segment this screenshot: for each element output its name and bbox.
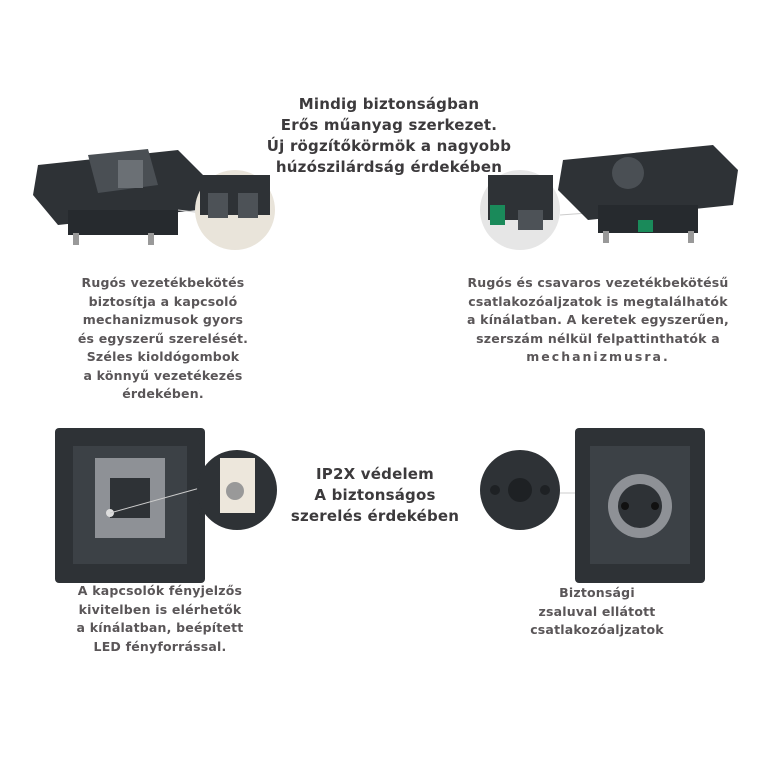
headline-line: húzószilárdság érdekében [275,158,503,176]
text-line: mechanizmusok gyors [82,312,244,327]
text-line: Széles kioldógombok [86,349,240,364]
text-line: Biztonsági [559,585,635,600]
bottom-left-description: A kapcsolók fényjelzős kivitelben is elé… [40,582,280,656]
text-line: a könnyű vezetékezés [83,367,243,383]
text-line: és egyszerű szerelését. [77,330,249,346]
led-switch-image [55,428,277,583]
bottom-right-description: Biztonsági zsaluval ellátott csatlakozóa… [497,584,697,640]
zoom-circle [480,170,560,250]
text-line: a kínálatban. A keretek egyszerűen, [467,312,729,327]
text-line: Rugós vezetékbekötés [81,275,245,290]
text-line: A biztonságos [314,486,436,504]
headline-line: Új rögzítőkörmök a nagyobb [266,137,512,155]
text-line: csatlakozóaljzatok [530,622,664,637]
text-line: kivitelben is elérhetők [78,601,242,617]
text-line: Rugós és csavaros vezetékbekötésű [467,275,729,290]
text-line: szerszám nélkül felpattinthatók a [476,330,720,346]
switch-mechanism-image [33,149,275,250]
shuttered-socket-image [480,428,705,583]
middle-description: IP2X védelem A biztonságos szerelés érde… [280,464,470,527]
text-line: érdekében. [122,386,204,401]
text-line: a kínálatban, beépített [76,620,244,635]
text-line: A kapcsolók fényjelzős [77,583,243,598]
text-line: IP2X védelem [315,465,434,483]
text-line: biztosítja a kapcsoló [88,293,238,309]
top-left-description: Rugós vezetékbekötés biztosítja a kapcso… [43,274,283,404]
text-line: mechanizmusra. [526,349,670,364]
headline-line: Mindig biztonságban [298,95,480,113]
text-line: LED fényforrással. [93,638,227,654]
text-line: csatlakozóaljzatok is megtalálhatók [468,293,728,309]
socket-mechanism-image [480,145,738,250]
zoom-circle [480,450,560,530]
headline-line: Erős műanyag szerkezet. [280,116,498,134]
zoom-circle [195,170,275,250]
text-line: zsaluval ellátott [538,603,656,619]
top-right-description: Rugós és csavaros vezetékbekötésű csatla… [448,274,748,367]
zoom-circle [197,450,277,530]
text-line: szerelés érdekében [290,507,460,525]
headline: Mindig biztonságban Erős műanyag szerkez… [239,94,539,178]
